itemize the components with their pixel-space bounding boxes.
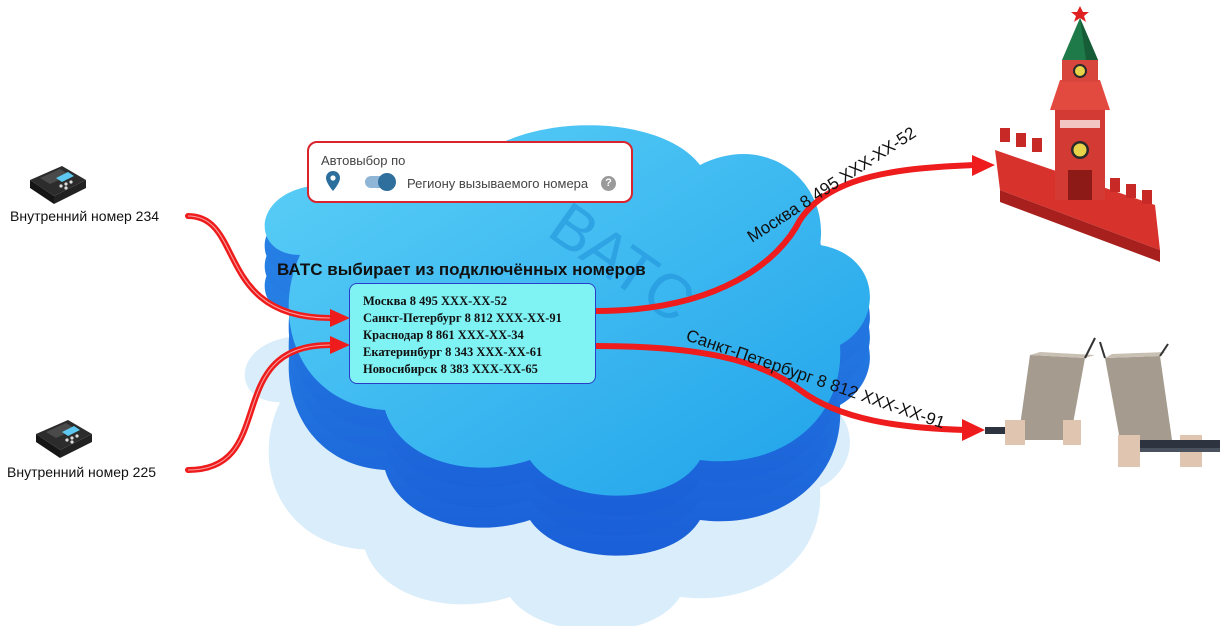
- drawbridge-icon: [985, 337, 1220, 467]
- kremlin-icon: [995, 6, 1160, 262]
- auto-select-panel: Автовыбор по Региону вызываемого номера …: [307, 141, 633, 203]
- auto-select-option-label: Региону вызываемого номера: [407, 176, 589, 191]
- incoming-arrows: [185, 213, 350, 473]
- list-item: Москва 8 495 XXX-XX-52: [363, 294, 507, 308]
- location-pin-icon: [326, 171, 340, 191]
- arrow-head-234: [330, 309, 350, 327]
- list-item: Екатеринбург 8 343 XXX-XX-61: [363, 345, 543, 359]
- diagram-heading: ВАТС выбирает из подключённых номеров: [277, 260, 646, 279]
- list-item: Санкт-Петербург 8 812 XXX-XX-91: [363, 311, 562, 325]
- auto-select-title: Автовыбор по: [321, 153, 406, 168]
- toggle-knob: [378, 173, 396, 191]
- desk-phone-icon: [30, 166, 86, 204]
- ext-label-234: Внутренний номер 234: [10, 208, 160, 224]
- auto-select-toggle[interactable]: [365, 173, 396, 191]
- desk-phone-icon: [36, 420, 92, 458]
- outgoing-arrows: [593, 155, 995, 441]
- arrow-head-moscow: [972, 155, 995, 176]
- list-item: Краснодар 8 861 XXX-XX-34: [363, 328, 524, 342]
- help-icon[interactable]: ?: [601, 176, 616, 191]
- ext-label-225: Внутренний номер 225: [7, 464, 157, 480]
- arrow-head-spb: [962, 419, 985, 441]
- list-item: Новосибирск 8 383 XXX-XX-65: [363, 362, 538, 376]
- arrow-head-225: [330, 336, 350, 354]
- connected-numbers-list: Москва 8 495 XXX-XX-52 Санкт-Петербург 8…: [349, 283, 596, 384]
